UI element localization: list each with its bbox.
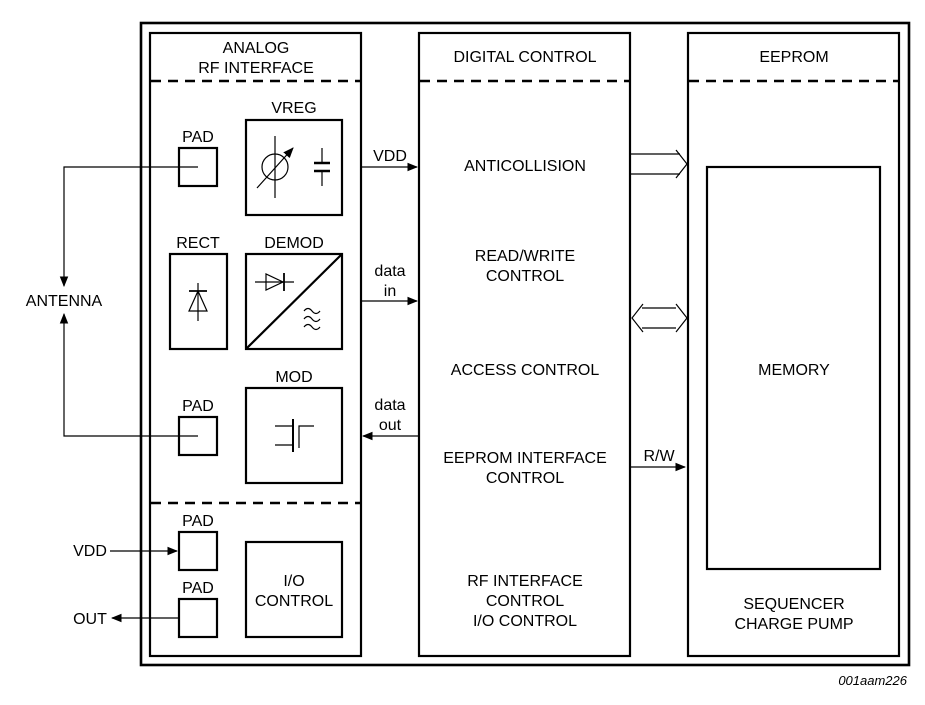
antenna-bottom-wire	[59, 312, 198, 437]
read-write-line1: READ/WRITE	[475, 248, 575, 265]
rf-if-line1: RF INTERFACE	[467, 573, 583, 590]
pad-out	[177, 597, 219, 639]
data-out-label-1: data	[374, 397, 405, 414]
bus-arrow-right	[631, 149, 688, 179]
io-control-block	[244, 540, 344, 639]
pad-label-4: PAD	[182, 580, 214, 597]
analog-digital-signals: VDD data in data out	[361, 148, 419, 441]
eeprom-block-frame	[686, 31, 901, 658]
io-control-line1: I/O	[283, 573, 304, 590]
chip-boundary	[139, 21, 911, 667]
pad-label-1: PAD	[182, 129, 214, 146]
rect-label: RECT	[176, 235, 220, 252]
out-external-label: OUT	[73, 611, 107, 628]
antenna-label: ANTENNA	[26, 293, 103, 310]
modulator-block	[244, 386, 344, 485]
demod-label: DEMOD	[264, 235, 324, 252]
charge-pump-label: CHARGE PUMP	[734, 616, 853, 633]
io-control-line2: CONTROL	[255, 593, 333, 610]
vdd-signal-label: VDD	[373, 148, 407, 165]
analog-title-line2: RF INTERFACE	[198, 60, 314, 77]
analog-title-line1: ANALOG	[223, 40, 290, 57]
analog-rf-interface-block: ANALOG RF INTERFACE PAD VREG RECT	[148, 31, 363, 658]
figure-id: 001aam226	[838, 673, 907, 688]
eeprom-title: EEPROM	[759, 49, 828, 66]
rf-if-line3: I/O CONTROL	[473, 613, 577, 630]
rectifier-block	[168, 252, 229, 351]
vreg-label: VREG	[271, 100, 316, 117]
pad-vdd	[177, 530, 219, 572]
analog-block-frame	[148, 31, 363, 658]
capacitor-icon	[314, 148, 330, 186]
pad-label-2: PAD	[182, 398, 214, 415]
vreg-block	[244, 118, 344, 217]
rw-label: R/W	[643, 448, 675, 465]
antenna-top-wire	[59, 166, 198, 288]
diode-icon	[188, 283, 208, 321]
filter-waves-icon	[303, 307, 321, 331]
rf-if-line2: CONTROL	[486, 593, 564, 610]
digital-title: DIGITAL CONTROL	[453, 49, 596, 66]
variable-current-source-icon	[256, 136, 294, 198]
eeprom-block: EEPROM MEMORY SEQUENCER CHARGE PUMP	[686, 31, 901, 658]
memory-label: MEMORY	[758, 362, 830, 379]
transistor-icon	[275, 419, 314, 452]
data-in-label-1: data	[374, 263, 405, 280]
memory-block	[705, 165, 882, 571]
access-control-label: ACCESS CONTROL	[451, 362, 600, 379]
demod-diagonal	[246, 254, 342, 349]
bus-arrow-bidirectional	[631, 303, 688, 333]
diode-icon	[255, 273, 294, 291]
demodulator-block	[244, 252, 344, 351]
digital-block-frame	[417, 31, 632, 658]
antenna-connections: ANTENNA	[26, 166, 198, 437]
mod-label: MOD	[275, 369, 312, 386]
sequencer-label: SEQUENCER	[743, 596, 844, 613]
eeprom-if-line1: EEPROM INTERFACE	[443, 450, 607, 467]
pad-label-3: PAD	[182, 513, 214, 530]
data-in-label-2: in	[384, 283, 396, 300]
eeprom-if-line2: CONTROL	[486, 470, 564, 487]
vdd-external-label: VDD	[73, 543, 107, 560]
data-out-label-2: out	[379, 417, 402, 434]
digital-control-block: DIGITAL CONTROL ANTICOLLISION READ/WRITE…	[417, 31, 632, 658]
anticollision-label: ANTICOLLISION	[464, 158, 586, 175]
read-write-line2: CONTROL	[486, 268, 564, 285]
